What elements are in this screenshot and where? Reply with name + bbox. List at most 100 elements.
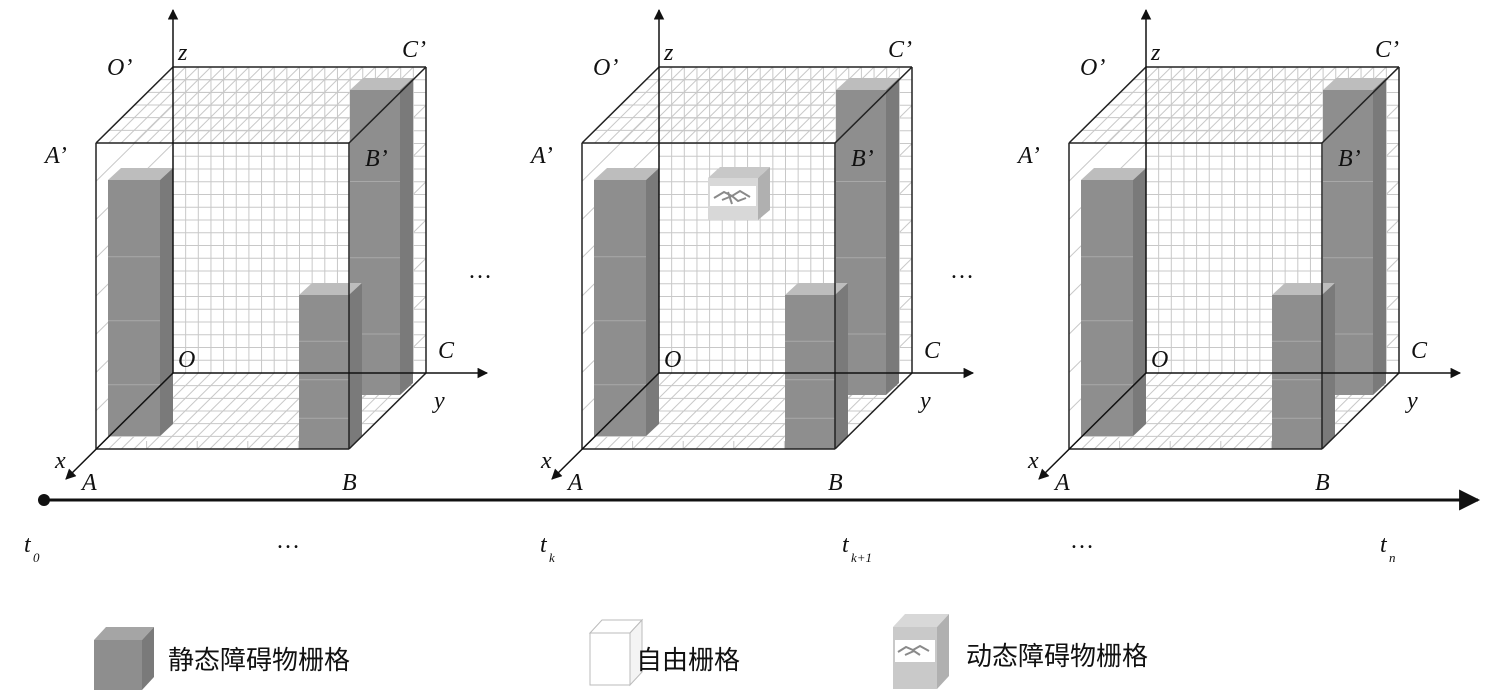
- time-tick-label: …: [276, 528, 300, 554]
- obstacle-top-face: [1272, 283, 1335, 295]
- static-obstacle-left: [594, 168, 659, 436]
- cube-edge: [581, 66, 660, 144]
- label-a-prime: A’: [529, 143, 553, 169]
- obstacle-top-face: [785, 283, 848, 295]
- label-b: B: [342, 470, 357, 496]
- static-obstacle-front-right: [1272, 283, 1335, 449]
- time-subscript: 0: [33, 550, 40, 565]
- static-obstacle-back-right: [836, 78, 899, 395]
- time-symbol: t: [540, 532, 548, 558]
- dynamic-obstacle-top-face: [708, 167, 770, 178]
- obstacle-side-face: [349, 283, 362, 449]
- time-origin-dot: [38, 494, 50, 506]
- obstacle-front-face: [1323, 90, 1373, 395]
- obstacle-front-face: [299, 295, 349, 449]
- label-o: O: [664, 347, 681, 373]
- label-b-prime: B’: [1338, 146, 1361, 172]
- obstacle-top-face: [350, 78, 413, 90]
- legend-front-face: [589, 632, 631, 686]
- static-obstacle-left: [1081, 168, 1146, 436]
- obstacle-side-face: [835, 283, 848, 449]
- label-o-prime: O’: [593, 55, 618, 81]
- label-c: C: [1411, 338, 1428, 364]
- time-ellipsis: …: [1070, 528, 1094, 554]
- static-obstacle-front-right: [785, 283, 848, 449]
- obstacle-front-face: [836, 90, 886, 395]
- obstacle-top-face: [108, 168, 173, 180]
- static-obstacle-front-right: [299, 283, 362, 449]
- label-o: O: [178, 347, 195, 373]
- x-axis: [1038, 372, 1147, 480]
- dynamic-obstacle-side-face: [758, 167, 770, 220]
- obstacle-side-face: [646, 168, 659, 436]
- between-cubes-ellipsis: …: [950, 258, 974, 284]
- obstacle-top-face: [836, 78, 899, 90]
- cube-edge: [834, 66, 913, 144]
- obstacle-front-face: [108, 180, 160, 436]
- time-symbol: t: [1380, 532, 1388, 558]
- label-x: x: [54, 448, 66, 474]
- obstacle-front-face: [785, 295, 835, 449]
- cube-edge: [1321, 372, 1400, 450]
- time-tick-label: …: [1070, 528, 1094, 554]
- label-z: z: [663, 40, 674, 66]
- legend-top-face: [94, 627, 154, 640]
- obstacle-top-face: [594, 168, 659, 180]
- label-c-prime: C’: [402, 37, 426, 63]
- label-a: A: [80, 470, 97, 496]
- cube-edge: [1321, 66, 1400, 144]
- legend-label-free: 自由栅格: [636, 646, 740, 676]
- label-z: z: [177, 40, 188, 66]
- label-b: B: [828, 470, 843, 496]
- label-c: C: [438, 338, 455, 364]
- obstacle-top-face: [1081, 168, 1146, 180]
- static-obstacle-cell-icon: [94, 627, 154, 690]
- dynamic-obstacle-cell: [708, 167, 770, 220]
- obstacle-side-face: [1322, 283, 1335, 449]
- legend-side-face: [937, 614, 949, 689]
- x-axis: [551, 372, 660, 480]
- label-o-prime: O’: [107, 55, 132, 81]
- time-subscript: k+1: [851, 550, 872, 565]
- legend-label-dynamic: 动态障碍物栅格: [966, 642, 1148, 672]
- cube-edge: [348, 66, 427, 144]
- obstacle-top-face: [299, 283, 362, 295]
- label-b-prime: B’: [365, 146, 388, 172]
- voxel-cube-t0: O’ z C’ A’ B’ O Cy xA B: [43, 8, 489, 496]
- cube-edge: [834, 372, 913, 450]
- label-b-prime: B’: [851, 146, 874, 172]
- label-o: O: [1151, 347, 1168, 373]
- label-a: A: [566, 470, 583, 496]
- label-y: y: [432, 388, 445, 414]
- time-subscript: k: [549, 550, 555, 565]
- free-cell-icon: [588, 618, 644, 687]
- obstacle-side-face: [1373, 78, 1386, 395]
- obstacle-front-face: [1081, 180, 1133, 436]
- label-x: x: [540, 448, 552, 474]
- drone-icon: [897, 644, 930, 656]
- cube-edge: [348, 372, 427, 450]
- label-z: z: [1150, 40, 1161, 66]
- label-o-prime: O’: [1080, 55, 1105, 81]
- label-b: B: [1315, 470, 1330, 496]
- label-a: A: [1053, 470, 1070, 496]
- legend-top-face: [893, 614, 949, 627]
- cube-edge: [95, 66, 174, 144]
- obstacle-side-face: [160, 168, 173, 436]
- legend-side-face: [142, 627, 154, 690]
- legend: 静态障碍物栅格自由栅格动态障碍物栅格: [94, 614, 1148, 690]
- label-a-prime: A’: [1016, 143, 1040, 169]
- time-symbol: t: [24, 532, 32, 558]
- time-symbol: t: [842, 532, 850, 558]
- static-obstacle-back-right: [1323, 78, 1386, 395]
- between-cubes-ellipsis: …: [468, 258, 492, 284]
- static-obstacle-left: [108, 168, 173, 436]
- label-a-prime: A’: [43, 143, 67, 169]
- legend-front-face: [94, 640, 142, 690]
